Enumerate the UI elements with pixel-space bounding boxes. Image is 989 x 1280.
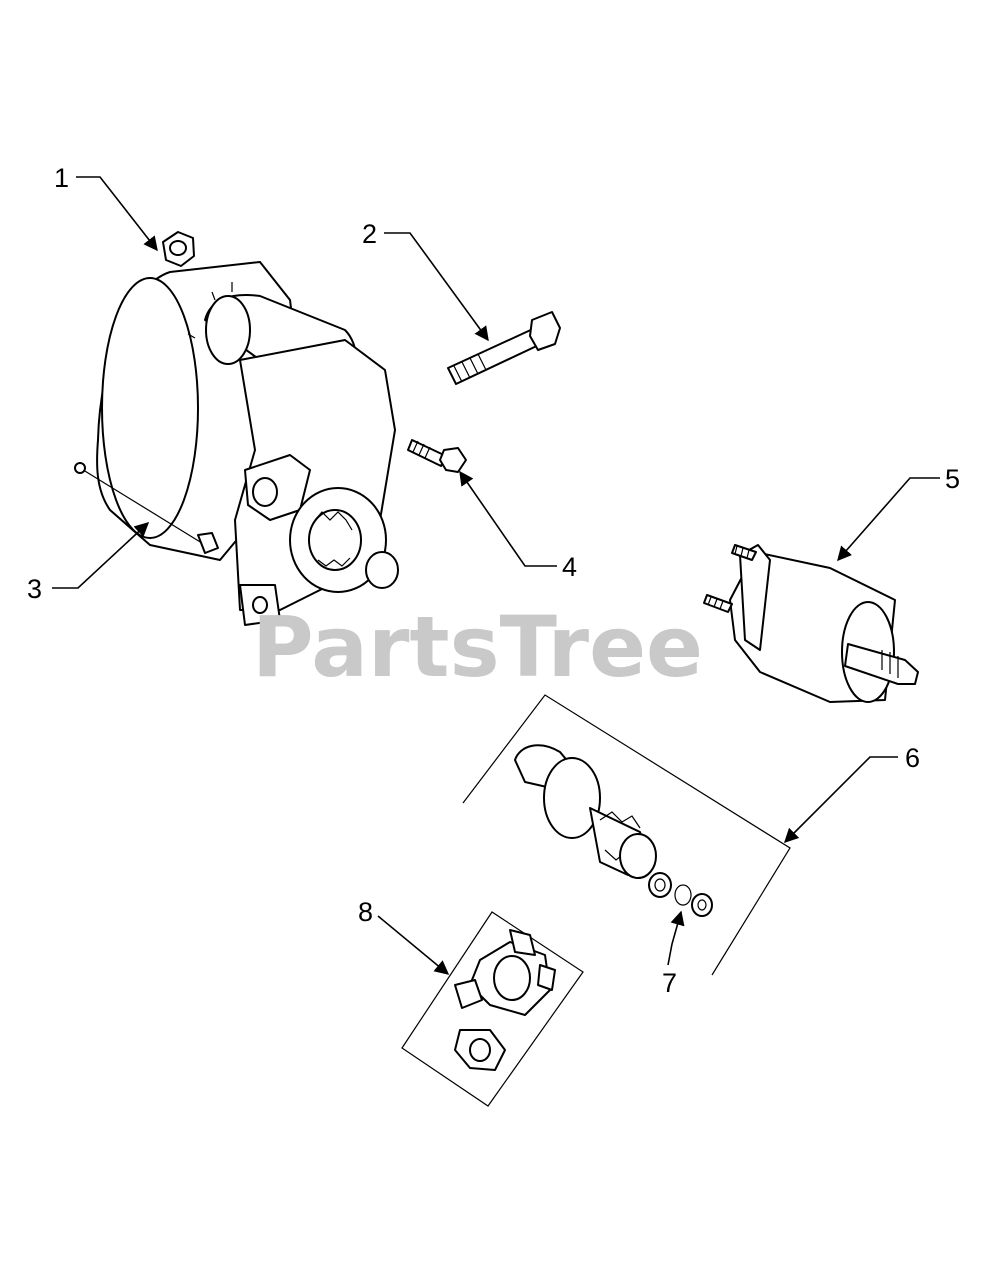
callout-8: 8 [358,897,373,927]
part-nut[interactable] [162,231,195,267]
callout-4: 4 [562,552,577,582]
callout-6: 6 [905,743,920,773]
callout-1: 1 [54,163,69,193]
callout-5: 5 [945,464,960,494]
part-solenoid[interactable] [703,544,919,703]
part-small-bolt[interactable] [407,439,467,473]
part-clip-washers[interactable] [648,872,713,917]
part-brush-holder[interactable] [454,929,556,1071]
callout-7: 7 [662,968,677,998]
part-starter-motor[interactable] [74,261,399,626]
brush-kit-outline [401,911,584,1107]
callout-2: 2 [362,219,377,249]
drive-kit-outline [462,694,791,976]
callout-3: 3 [27,574,42,604]
part-drive-pinion[interactable] [514,744,657,879]
leader-lines [52,176,940,975]
watermark: PartsTree [252,598,703,696]
part-long-bolt[interactable] [447,311,561,385]
